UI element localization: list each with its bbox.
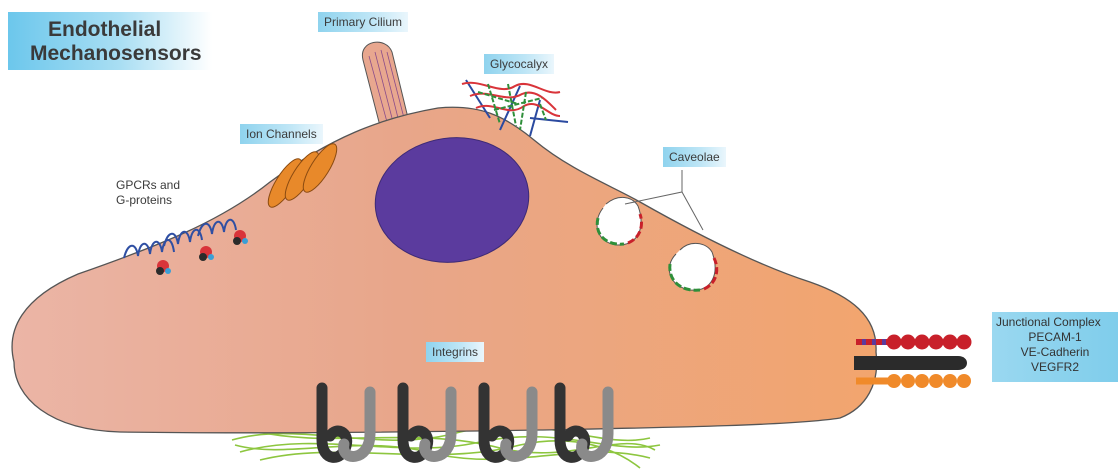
label-gpcrs: GPCRs and G-proteins xyxy=(116,178,180,208)
label-ion-channels: Ion Channels xyxy=(240,124,323,144)
label-caveolae: Caveolae xyxy=(663,147,726,167)
label-integrins: Integrins xyxy=(426,342,484,362)
label-glycocalyx: Glycocalyx xyxy=(484,54,554,74)
junctional-complex-label: Junctional Complex PECAM-1 VE-Cadherin V… xyxy=(992,312,1118,382)
label-primary-cilium: Primary Cilium xyxy=(318,12,408,32)
junctional-complex xyxy=(854,335,972,389)
junction-item-ve-cadherin: VE-Cadherin xyxy=(992,345,1118,360)
junction-item-vegfr2: VEGFR2 xyxy=(992,360,1118,375)
label-gpcrs-line-2: G-proteins xyxy=(116,193,180,208)
primary-cilium xyxy=(362,42,409,126)
title-line-1: Endothelial xyxy=(8,12,212,42)
ve-cadherin xyxy=(854,356,967,370)
label-gpcrs-line-1: GPCRs and xyxy=(116,178,180,193)
junctional-complex-title: Junctional Complex xyxy=(992,312,1118,330)
junction-item-pecam-1: PECAM-1 xyxy=(992,330,1118,345)
title-line-2: Mechanosensors xyxy=(8,42,212,66)
diagram-title: Endothelial Mechanosensors xyxy=(8,12,212,70)
